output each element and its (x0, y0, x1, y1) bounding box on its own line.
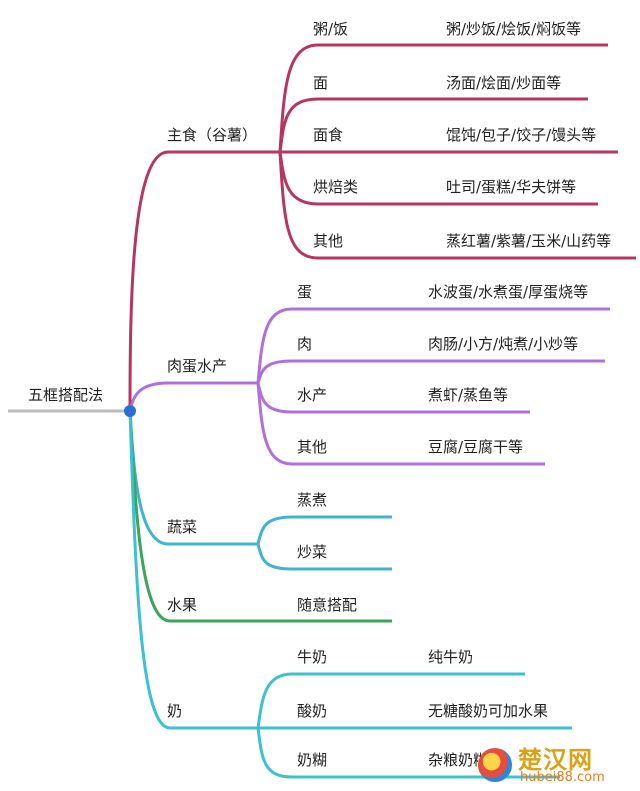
link-dairy-3 (256, 727, 560, 779)
group-label-fruit: 水果 (167, 596, 198, 614)
watermark-logo-icon (478, 748, 512, 782)
item-name: 肉 (297, 335, 313, 353)
item-name: 蛋 (297, 283, 313, 301)
item-detail: 煮虾/蒸鱼等 (428, 386, 509, 404)
item-name: 其他 (297, 438, 328, 456)
item-name: 随意搭配 (297, 596, 358, 614)
group-label-dairy: 奶 (167, 702, 183, 720)
group-label-veg: 蔬菜 (167, 518, 198, 536)
item-detail: 无糖酸奶可加水果 (428, 702, 549, 720)
item-detail: 吐司/蛋糕/华夫饼等 (446, 178, 577, 196)
item-name: 牛奶 (297, 648, 328, 666)
item-name: 蒸煮 (297, 491, 328, 509)
link-veg-2 (256, 543, 392, 571)
link-staple-2 (278, 97, 588, 153)
item-name: 炒菜 (297, 543, 328, 561)
group-label-staple: 主食（谷薯） (167, 126, 258, 144)
item-name: 奶糊 (297, 751, 328, 769)
link-dairy-1 (256, 672, 525, 729)
root-label: 五框搭配法 (28, 386, 104, 404)
link-protein-1 (256, 307, 610, 384)
item-detail: 豆腐/豆腐干等 (428, 438, 524, 456)
item-name: 其他 (313, 232, 344, 250)
item-detail: 肉肠/小方/炖煮/小炒等 (428, 335, 579, 353)
link-protein-4 (256, 382, 545, 466)
item-detail: 蒸红薯/紫薯/玉米/山药等 (446, 232, 612, 250)
root-node-dot (124, 405, 136, 417)
item-name: 面 (313, 74, 329, 92)
item-name: 酸奶 (297, 702, 328, 720)
watermark-title: 楚汉网 (518, 746, 593, 774)
item-detail: 纯牛奶 (428, 648, 474, 666)
item-detail: 杂粮奶糊 (428, 751, 489, 769)
item-name: 烘焙类 (313, 178, 359, 196)
watermark: 楚汉网 hubei88.com (478, 742, 638, 790)
link-veg-1 (256, 515, 392, 545)
link-protein-2 (256, 359, 605, 384)
item-detail: 水波蛋/水煮蛋/厚蛋烧等 (428, 283, 589, 301)
item-detail: 汤面/烩面/炒面等 (446, 74, 562, 92)
link-root-protein (128, 381, 258, 412)
item-detail: 馄饨/包子/饺子/馒头等 (446, 126, 597, 144)
link-root-staple (128, 150, 280, 412)
link-root-dairy (128, 410, 258, 730)
item-name: 粥/饭 (313, 20, 349, 38)
item-name: 水产 (297, 386, 328, 404)
link-staple-5 (278, 151, 636, 260)
group-label-protein: 肉蛋水产 (167, 357, 228, 375)
item-detail: 粥/炒饭/烩饭/焖饭等 (446, 20, 582, 38)
item-name: 面食 (313, 126, 344, 144)
watermark-url: hubei88.com (520, 770, 605, 785)
link-staple-1 (278, 43, 608, 153)
